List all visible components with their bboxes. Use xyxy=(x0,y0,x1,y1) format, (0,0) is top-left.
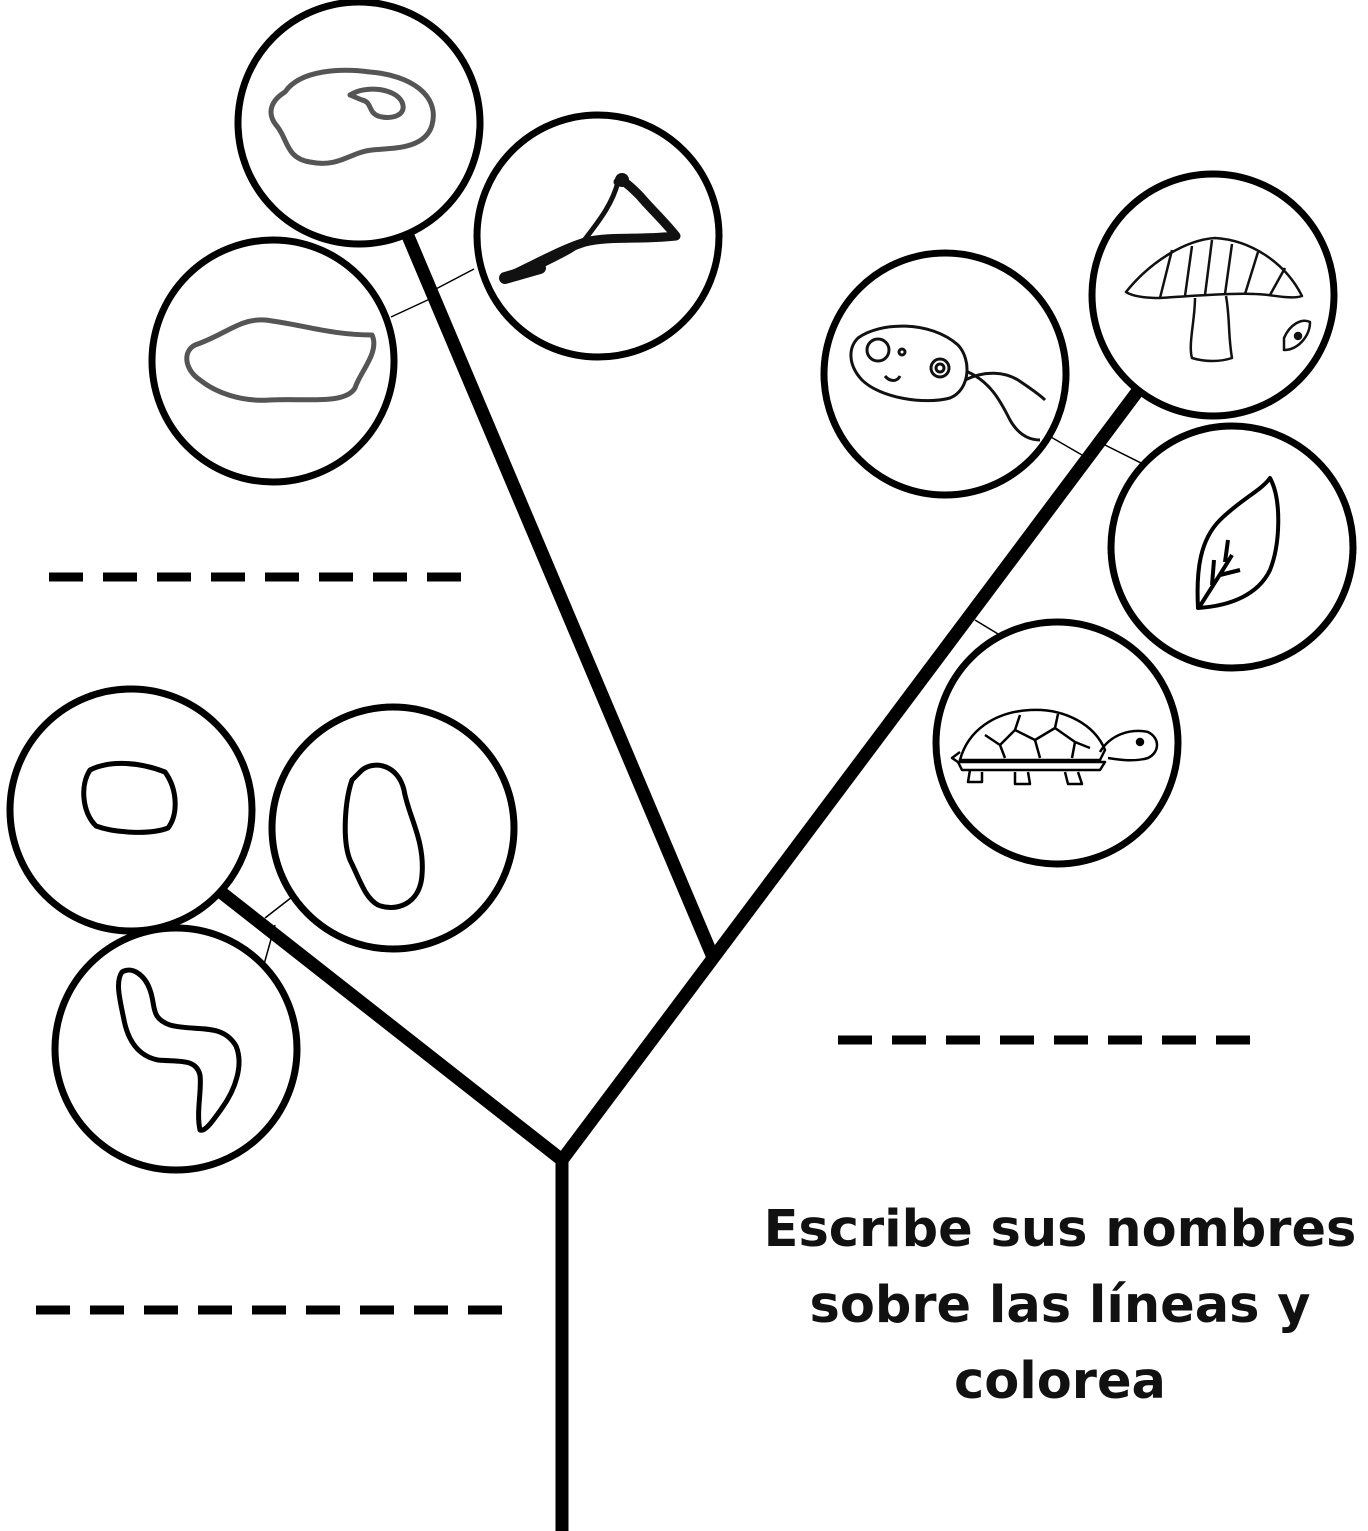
circle-protozoan xyxy=(820,249,1070,499)
instructions-line: Escribe sus nombres xyxy=(763,1200,1357,1259)
circle-spirillum xyxy=(51,924,301,1174)
circle-leaf xyxy=(1107,422,1357,672)
circle-coccus xyxy=(6,685,256,935)
circle-amoeba-top xyxy=(234,0,484,248)
branch-left-lower xyxy=(217,887,567,1166)
instructions-line: colorea xyxy=(954,1352,1166,1411)
spirillum-bacterium-icon xyxy=(116,967,242,1133)
protozoan-icon xyxy=(849,324,1047,442)
branch-left-upper xyxy=(402,233,718,958)
circle-bacillus xyxy=(268,703,518,953)
amoeba-icon xyxy=(184,317,377,403)
coccus-bacterium-icon xyxy=(81,760,178,835)
amoeba-icon xyxy=(268,67,436,166)
circle-turtle xyxy=(932,618,1182,868)
connector-line xyxy=(1094,439,1148,467)
connector-line xyxy=(264,896,293,919)
instructions-text: Escribe sus nombres sobre las líneas y c… xyxy=(760,1192,1360,1420)
connector-line xyxy=(431,268,475,292)
mushroom-icon xyxy=(1124,236,1312,363)
instructions-line: sobre las líneas y xyxy=(809,1276,1311,1335)
circle-amoeba-left xyxy=(148,236,398,486)
slime-mold-icon xyxy=(499,173,681,284)
circle-mushroom xyxy=(1088,170,1338,420)
turtle-icon xyxy=(950,708,1159,786)
branch-right xyxy=(556,384,1146,1164)
circle-slime-mold xyxy=(473,111,723,361)
answer-lines xyxy=(36,572,1255,1315)
connector-line xyxy=(262,924,276,969)
tree-branches xyxy=(217,233,1146,1531)
leaf-icon xyxy=(1195,476,1281,610)
connector-line xyxy=(390,297,433,318)
bacillus-bacterium-icon xyxy=(342,762,425,910)
